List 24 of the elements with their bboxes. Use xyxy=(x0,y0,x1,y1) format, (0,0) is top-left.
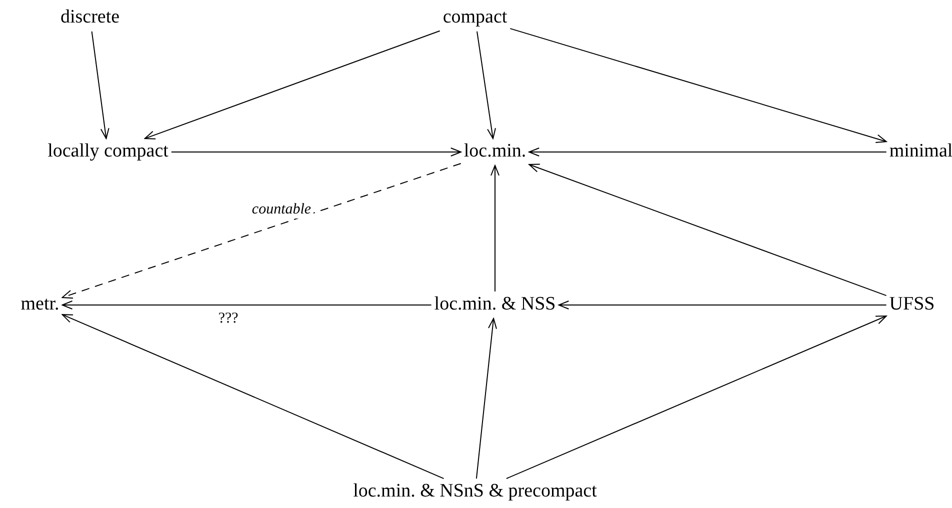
arrow xyxy=(510,28,887,144)
arrow xyxy=(62,314,444,480)
arrow xyxy=(144,30,440,140)
node-label: metr. xyxy=(20,294,60,316)
arrow xyxy=(62,162,462,299)
arrow xyxy=(528,148,887,156)
node-label: compact xyxy=(442,8,508,28)
arrow xyxy=(490,164,500,292)
node-label: loc.min. & NSS xyxy=(434,294,556,316)
arrow xyxy=(506,316,887,480)
arrow xyxy=(476,30,496,140)
node-label: discrete xyxy=(60,8,120,28)
arrow xyxy=(62,300,432,310)
edge-label: countable xyxy=(250,201,314,218)
arrow xyxy=(528,164,887,296)
node-label: UFSS xyxy=(889,294,935,316)
node-label: locally compact xyxy=(48,142,168,162)
arrow xyxy=(170,148,462,156)
arrow xyxy=(558,300,887,310)
arrow xyxy=(91,30,110,140)
node-label: loc.min. & NSnS & precompact xyxy=(353,482,597,502)
node-label: loc.min. xyxy=(464,142,526,162)
node-label: minimal xyxy=(889,142,952,162)
arrow xyxy=(476,318,497,480)
